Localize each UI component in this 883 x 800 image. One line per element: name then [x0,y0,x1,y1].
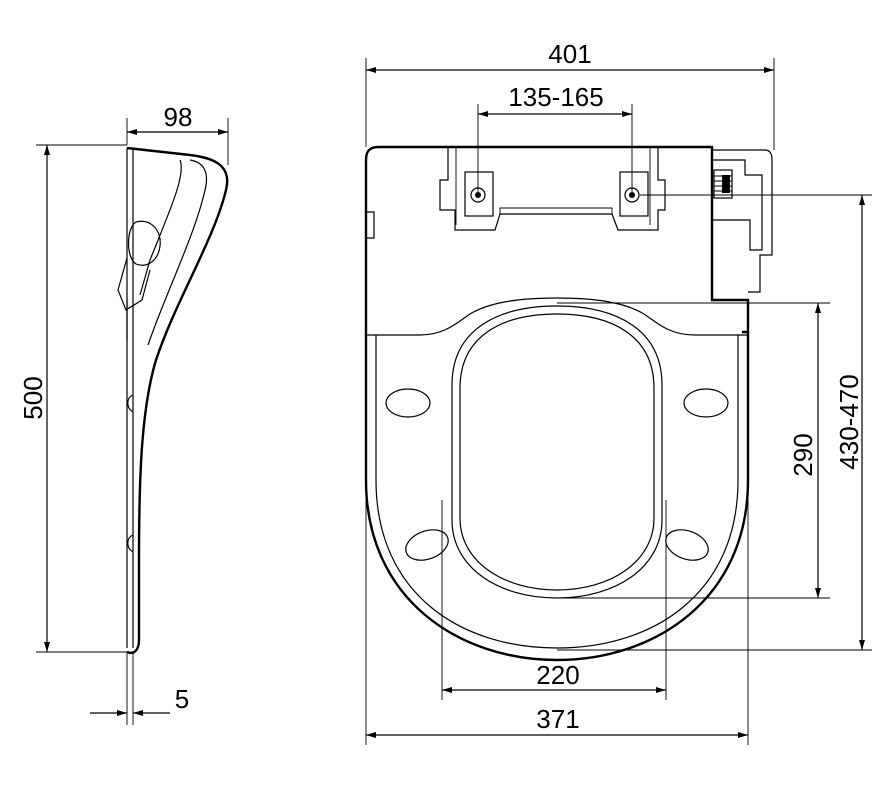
side-hinge-knob [127,220,161,266]
dim-fixing-to-front-label: 430-470 [834,374,864,469]
dim-side-thickness: 5 [90,652,189,725]
dim-side-height-label: 500 [18,376,48,419]
top-bumper-front-right [665,529,709,561]
top-hinge-right-housing [619,171,649,217]
top-lid-outer [451,305,663,599]
dim-opening-length: 290 [557,302,830,599]
dim-side-thickness-label: 5 [175,684,189,714]
dim-side-height: 500 [18,144,127,653]
side-bumper-upper [127,394,134,413]
side-lid-outline [126,146,229,654]
dim-opening-length-label: 290 [788,433,818,476]
dim-seat-width-label: 371 [536,704,579,734]
side-bumper-lower [127,534,134,553]
top-rear-plate-left [364,145,379,335]
dim-hinge-spacing: 135-165 [477,82,633,195]
dim-total-width: 401 [365,39,775,150]
side-lid-inner-edge [147,159,208,346]
top-side-box [712,149,773,293]
top-rear-plate-tab [366,211,375,239]
top-seat-outline [364,332,750,662]
top-bumper-rear-right [683,388,729,418]
top-bumper-front-left [405,529,449,561]
dim-side-depth-label: 98 [164,102,193,132]
top-rear-plate-outline [378,145,750,334]
top-seat-top-edge [366,297,748,336]
dim-hinge-spacing-label: 135-165 [508,82,603,112]
top-side-connector [713,169,733,199]
dim-opening-width-label: 220 [536,660,579,690]
top-bumper-rear-left [385,388,431,418]
dim-side-depth: 98 [126,102,229,165]
top-view [364,145,773,662]
side-hinge-bracket [117,257,151,311]
top-side-box-inner [712,159,763,251]
side-lid-inner-line [139,159,182,296]
top-hinge-left-housing [464,171,494,217]
dim-seat-width: 371 [365,480,749,745]
top-lid-inner [459,313,655,591]
side-view [117,146,229,654]
top-hinge-bracket-inner [455,147,651,225]
dim-opening-width: 220 [441,500,667,700]
dim-total-width-label: 401 [548,39,591,69]
top-seat-inner-edge [375,335,739,649]
dim-fixing-to-front: 430-470 [557,194,872,651]
